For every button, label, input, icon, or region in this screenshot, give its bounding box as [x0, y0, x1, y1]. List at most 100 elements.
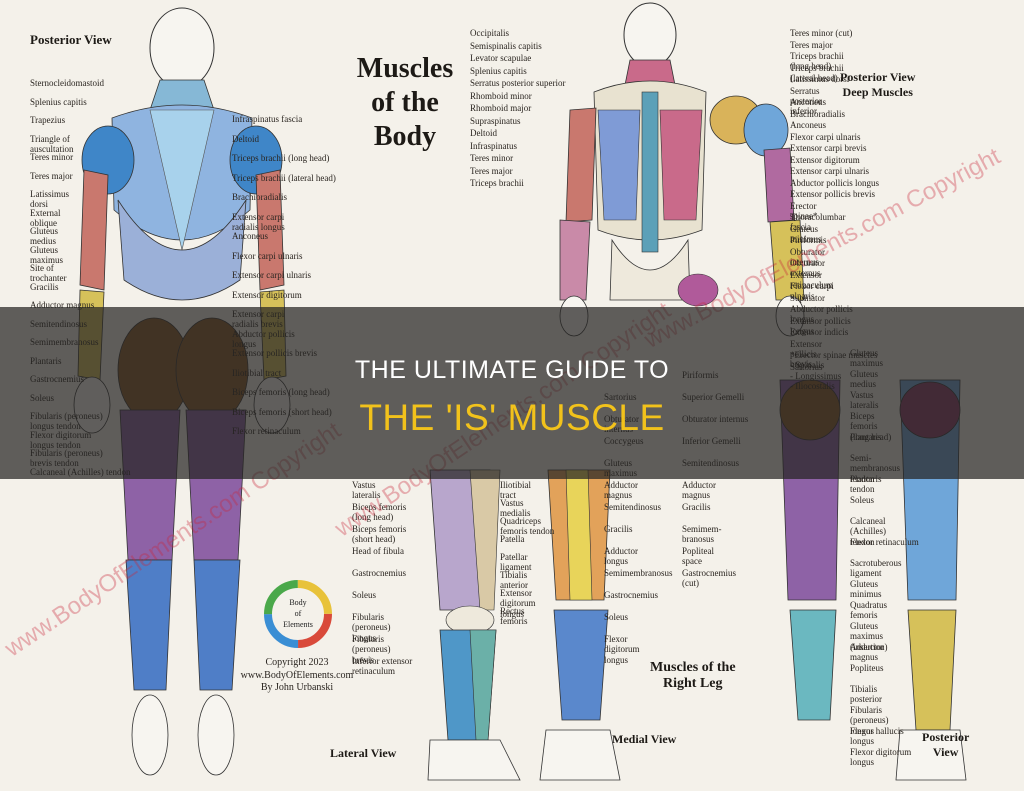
label-lateral: Fibularis (peroneus) longus	[352, 612, 391, 643]
label-lateral: Quadriceps femoris tendon	[500, 516, 555, 537]
label-deep: Splenius capitis	[470, 65, 527, 76]
label-lateral: Gastrocnemius	[352, 568, 406, 578]
posterior-view-heading: Posterior View	[30, 32, 112, 47]
label-posterior: Teres major	[30, 170, 73, 181]
label-posterior: Adductor magnus	[30, 300, 95, 310]
label-deep: Serratus posterior inferior	[790, 85, 822, 117]
label-deep: Extensor carpi brevis	[790, 143, 867, 153]
label-right_leg: Quadratus femoris	[850, 600, 887, 621]
label-posterior: Triceps brachii (lateral head)	[232, 172, 336, 183]
label-deep: Triceps brachii (lateral head)	[790, 62, 844, 83]
label-deep: Occipitalis	[470, 28, 509, 38]
lateral-view-heading: Lateral View	[330, 746, 397, 760]
label-deep: Anconeus	[790, 97, 826, 107]
label-deep: Semispinalis capitis	[470, 40, 542, 51]
label-lateral: Tibialis anterior	[500, 570, 528, 591]
label-deep: Brachioradialis	[790, 108, 845, 119]
label-deep: Anconeus	[790, 120, 826, 130]
label-deep: Latissimus dorsi	[790, 74, 850, 84]
label-right_leg: Tibialis posterior	[850, 684, 882, 705]
label-medial: Semitendinosus	[604, 502, 662, 512]
banner-subtitle: THE ULTIMATE GUIDE TO	[354, 356, 670, 384]
label-deep: Obturator internus	[790, 246, 825, 267]
label-posterior: Brachioradialis	[232, 192, 287, 202]
label-deep: Rhomboid minor	[470, 90, 532, 101]
label-deep: Gluteus minimus	[790, 223, 822, 244]
label-medial: Adductor longus	[604, 546, 638, 567]
label-right_leg: Plantaris tendon	[850, 474, 882, 495]
label-lateral: Soleus	[352, 590, 377, 600]
label-deep: Serratus posterior superior	[470, 78, 566, 88]
label-posterior: Sternocleidomastoid	[30, 78, 104, 88]
label-lateral: Biceps femoris (long head)	[352, 502, 407, 523]
label-deep: Deltoid	[470, 128, 497, 138]
label-medial: Semimembranosus	[604, 568, 673, 578]
lateral-leg-figure	[427, 469, 521, 781]
label-medial: Soleus	[604, 612, 629, 622]
label-deep: Flexor carpi ulnaris	[790, 281, 834, 302]
logo-word-1: Body	[289, 598, 306, 607]
label-deep: Infraspinatus	[470, 140, 517, 151]
label-posterior: Triangle of auscultation	[30, 133, 74, 154]
label-posterior: Splenius capitis	[30, 96, 87, 107]
label-posterior: Anconeus	[232, 231, 268, 241]
label-deep: Triceps brachii (long head)	[790, 51, 844, 72]
label-deep: Thoracolumbar fascia	[790, 212, 846, 233]
label-right_leg: Popliteus	[850, 663, 884, 673]
label-posterior: Extensor carpi ulnaris	[232, 270, 311, 280]
label-right_leg: Gastrocnemius (cut)	[682, 568, 736, 589]
label-deep: Levator scapulae	[470, 53, 532, 63]
label-deep: Flexor carpi ulnaris	[790, 131, 861, 142]
label-right_leg: Fibularis (peroneus) longus	[850, 705, 889, 736]
label-medial: Flexor digitorum longus	[604, 634, 640, 665]
label-right_leg: Flexor hallucis longus	[850, 726, 904, 747]
label-deep: Supinator	[790, 292, 825, 303]
label-medial: Gracilis	[604, 524, 633, 534]
medial-view-heading: Medial View	[612, 732, 677, 746]
label-lateral: Iliotibial tract	[500, 480, 531, 501]
label-posterior: Deltoid	[232, 133, 259, 144]
label-deep: Teres minor (cut)	[790, 28, 853, 38]
label-posterior: Gluteus medius	[30, 226, 58, 247]
label-deep: Teres major	[790, 39, 833, 50]
label-medial: Adductor magnus	[604, 480, 638, 501]
label-deep: Supraspinatus	[470, 115, 521, 126]
label-posterior: Infraspinatus fascia	[232, 114, 303, 124]
label-posterior: Gracilis	[30, 281, 59, 292]
label-medial: Gastrocnemius	[604, 590, 658, 600]
label-right_leg: Soleus	[850, 495, 875, 505]
label-deep: Extensor digitorum	[790, 154, 860, 165]
label-lateral: Inferior extensor retinaculum	[352, 656, 413, 677]
label-right_leg: Semimem- branosus	[682, 524, 722, 545]
label-lateral: Rectus femoris	[500, 606, 528, 627]
label-deep: Extensor pollicis brevis	[790, 189, 875, 199]
deep-posterior-figure	[559, 2, 805, 337]
poster-title: Muscles of the Body	[356, 53, 454, 153]
label-deep: Piriformis	[790, 235, 827, 245]
label-deep: Extensor carpi ulnaris	[790, 166, 869, 176]
label-lateral: Extensor digitorum longus	[500, 588, 536, 619]
logo-word-2: of	[295, 609, 302, 618]
label-right_leg: Calcaneal (Achilles) tendon	[850, 516, 886, 547]
copyright-text: Copyright 2023 www.BodyOfElements.com By…	[240, 657, 354, 693]
title-banner	[0, 307, 1024, 479]
label-posterior: Triceps brachii (long head)	[232, 153, 330, 163]
label-posterior: Gluteus maximus	[30, 244, 63, 265]
label-posterior: Site of trochanter	[30, 263, 67, 284]
banner-title: THE 'IS' MUSCLE	[359, 397, 665, 438]
label-right_leg: Popliteal space	[682, 546, 714, 567]
label-deep: Extensor retinaculum	[790, 269, 833, 290]
label-lateral: Vastus medialis	[500, 498, 531, 519]
body-of-elements-logo: Body of Elements	[264, 580, 332, 648]
label-lateral: Head of fibula	[352, 546, 404, 556]
label-posterior: Extensor carpi radialis longus	[232, 211, 285, 232]
logo-word-3: Elements	[283, 620, 313, 629]
label-posterior: Teres minor	[30, 152, 74, 162]
deep-muscles-heading: Posterior View Deep Muscles	[840, 70, 916, 99]
posterior-view-right-heading: Posterior View	[922, 730, 970, 759]
label-deep: Rhomboid major	[470, 103, 532, 113]
label-right_leg: Gluteus maximus (insertion)	[850, 621, 888, 652]
label-posterior: External oblique	[30, 207, 61, 228]
label-deep: Abductor pollicis longus	[790, 177, 879, 188]
label-right_leg: Adductor magnus	[682, 480, 716, 501]
